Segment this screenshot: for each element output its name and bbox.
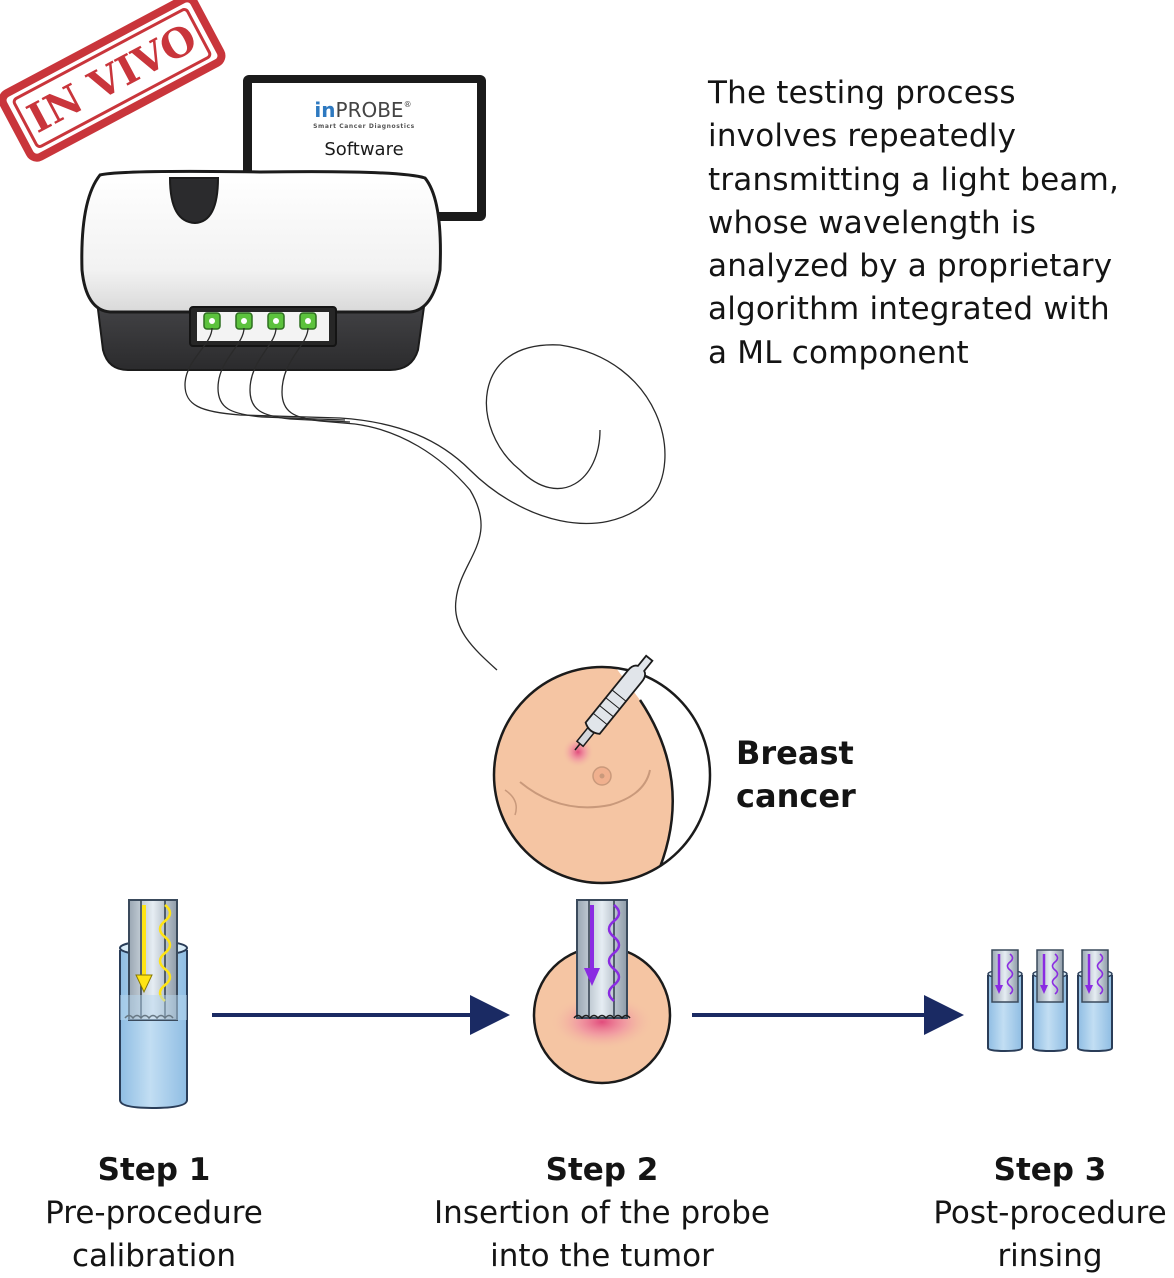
step-description: calibration [71, 1238, 237, 1274]
description-line: algorithm integrated with [708, 291, 1110, 328]
step-description: into the tumor [490, 1238, 714, 1274]
inprobe-device [80, 169, 442, 371]
brand-logo: inPROBE® [314, 98, 411, 122]
handheld-probe [574, 654, 654, 751]
step-1-caption: Step 1 Pre-procedure calibration [0, 1148, 364, 1278]
step-title: Step 1 [97, 1152, 211, 1188]
description-line: a ML component [708, 334, 969, 371]
target-label-line: cancer [736, 777, 856, 815]
description-line: The testing process [708, 75, 1016, 111]
description-line: involves repeatedly [708, 118, 1017, 155]
software-label: Software [324, 139, 403, 160]
step-3-caption: Step 3 Post-procedure rinsing [840, 1148, 1174, 1278]
calibration-vial [119, 899, 188, 1110]
device-button-icon [168, 177, 220, 225]
rinsing-vials [987, 949, 1113, 1053]
target-label-line: Breast [736, 734, 854, 772]
software-monitor: inPROBE® Smart Cancer Diagnostics Softwa… [243, 75, 486, 221]
step-title: Step 3 [993, 1152, 1107, 1188]
step-description: Post-procedure [933, 1195, 1167, 1231]
brand-mark: ® [404, 100, 412, 109]
fiber-cables [184, 327, 666, 671]
in-vivo-stamp: IN VIVO [0, 0, 226, 162]
brand-prefix: in [314, 98, 335, 122]
description-line: transmitting a light beam, [708, 161, 1120, 198]
target-label: Breast cancer [736, 732, 856, 818]
step-description: rinsing [997, 1238, 1103, 1274]
step-description: Pre-procedure [45, 1195, 263, 1231]
brand-main: PROBE [336, 98, 404, 122]
tumor-insertion [532, 899, 672, 1085]
description-line: analyzed by a proprietary [708, 248, 1113, 285]
step-description: Insertion of the probe [434, 1195, 770, 1231]
brand-tagline: Smart Cancer Diagnostics [313, 123, 415, 130]
description-line: whose wavelength is [708, 204, 1037, 241]
step-2-caption: Step 2 Insertion of the probe into the t… [392, 1148, 812, 1278]
step-title: Step 2 [545, 1152, 659, 1188]
process-description: The testing process involves repeatedly … [708, 72, 1119, 375]
breast-closeup [492, 665, 712, 885]
